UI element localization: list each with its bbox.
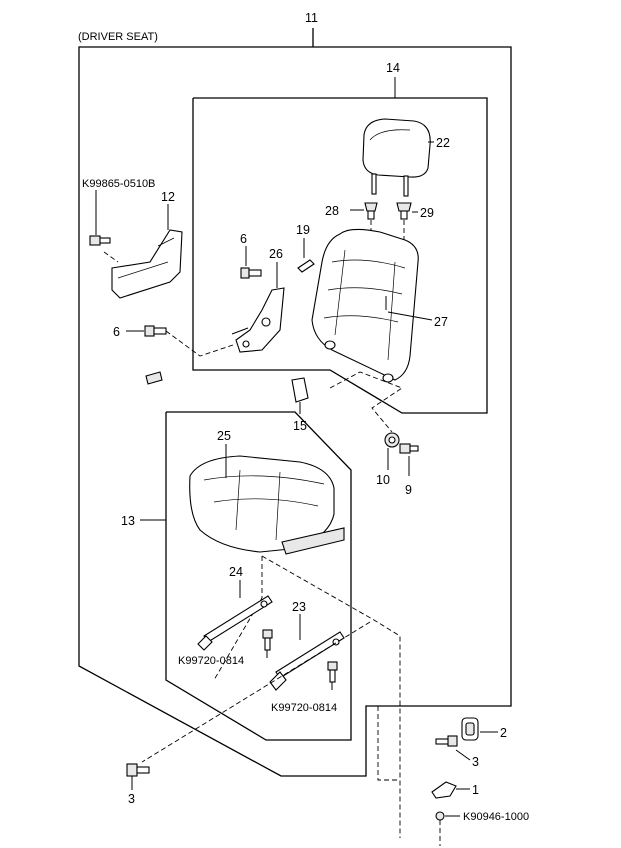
seat-cushion-part: 25 [189, 429, 345, 555]
headrest-guide-29: 29 [396, 202, 434, 245]
bolt-9: 9 [399, 443, 419, 497]
bolt-k99865: K99865-0510B [82, 178, 155, 246]
label-22: 22 [436, 136, 450, 150]
bolt-3-left: 3 [126, 763, 150, 806]
label-6-upper: 6 [240, 232, 247, 246]
label-26: 26 [269, 247, 283, 261]
assembly-outline-11: 11 [78, 11, 512, 777]
bolt-3-right: 3 [435, 735, 479, 769]
bolt-6-upper: 6 [240, 232, 262, 279]
label-3-left: 3 [128, 792, 135, 806]
label-3-right: 3 [472, 755, 479, 769]
cushion-box-13: 13 [121, 411, 352, 741]
backrest-part: 27 [311, 228, 448, 383]
small-clip [145, 371, 163, 385]
seat-rail-23: 23 [269, 600, 345, 691]
label-15: 15 [293, 419, 307, 433]
bolt-k99720-lower: K99720-0814 [271, 661, 338, 714]
bracket-15: 15 [291, 377, 309, 433]
label-9: 9 [405, 483, 412, 497]
label-k99865: K99865-0510B [82, 178, 155, 190]
trim-cover-2: 2 [461, 717, 507, 741]
label-k99720-lower: K99720-0814 [271, 702, 337, 714]
label-23: 23 [292, 600, 306, 614]
diagram-caption: (DRIVER SEAT) [78, 31, 158, 43]
headrest-guide-28: 28 [325, 202, 378, 240]
recliner-bracket-26: 26 [231, 247, 285, 353]
label-28: 28 [325, 204, 339, 218]
clip-19: 19 [296, 223, 315, 273]
nut-k90946: K90946-1000 [435, 811, 529, 846]
label-27: 27 [434, 315, 448, 329]
headrest-part: 22 [362, 118, 450, 197]
label-13: 13 [121, 514, 135, 528]
label-k99720-upper: K99720-0814 [178, 655, 244, 667]
nut-10: 10 [376, 432, 400, 487]
label-29: 29 [420, 206, 434, 220]
backrest-box-14: 14 [192, 61, 488, 414]
label-19: 19 [296, 223, 310, 237]
label-k90946: K90946-1000 [463, 811, 529, 823]
bolt-k99720-upper: K99720-0814 [178, 629, 273, 667]
label-11: 11 [305, 11, 318, 25]
label-6-lower: 6 [113, 325, 120, 339]
label-25: 25 [217, 429, 231, 443]
label-1: 1 [472, 783, 479, 797]
cover-1: 1 [431, 781, 479, 799]
label-10: 10 [376, 473, 390, 487]
bolt-6-lower: 6 [113, 325, 237, 357]
label-24: 24 [229, 565, 243, 579]
label-14: 14 [386, 61, 400, 75]
label-12: 12 [161, 190, 175, 204]
label-2: 2 [500, 726, 507, 740]
seat-rail-24: 24 [197, 565, 273, 651]
side-cover-12: 12 [103, 190, 183, 299]
